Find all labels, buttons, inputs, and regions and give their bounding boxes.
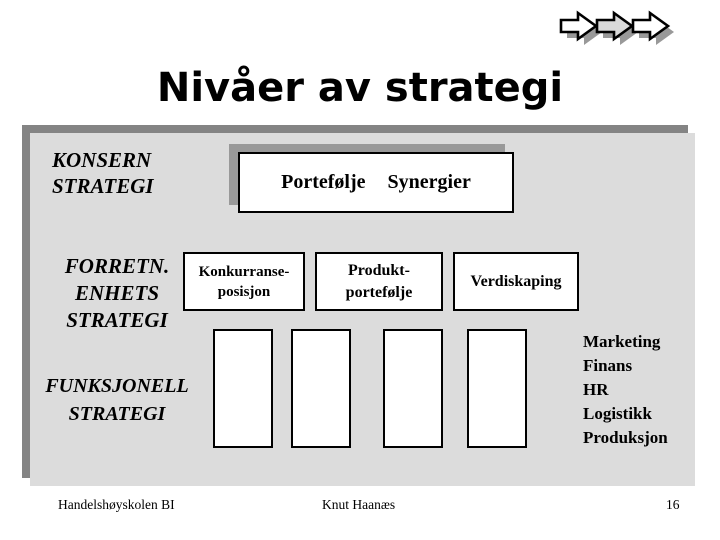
function-item: Logistikk	[583, 404, 652, 423]
level-label-konsern: KONSERN STRATEGI	[52, 148, 154, 198]
empty-function-box-3	[383, 329, 443, 448]
competitive-position-box: Konkurranse- posisjon	[183, 252, 305, 311]
level-label-funksjonell: FUNKSJONELL STRATEGI	[45, 375, 189, 425]
panel-frame-left	[22, 125, 30, 478]
footer-author: Knut Haanæs	[322, 497, 396, 512]
footer-page-number: 16	[666, 497, 680, 512]
panel-frame-top	[22, 125, 688, 133]
competitive-position-label: Konkurranse- posisjon	[198, 263, 290, 300]
forward-arrow-3	[631, 10, 674, 45]
value-creation-label: Verdiskaping	[470, 272, 562, 290]
level-label-forretningsenhet: FORRETN. ENHETS STRATEGI	[64, 254, 170, 332]
empty-function-box-2	[291, 329, 351, 448]
function-item: Marketing	[583, 332, 661, 351]
empty-function-box-4	[467, 329, 527, 448]
product-portfolio-box: Produkt- portefølje	[315, 252, 443, 311]
forward-arrow-2	[595, 10, 638, 45]
footer-institution: Handelshøyskolen BI	[58, 497, 175, 512]
slide-title: Nivåer av strategi	[156, 65, 564, 111]
value-creation-box: Verdiskaping	[453, 252, 579, 311]
arrow-body	[595, 10, 635, 42]
function-item: Produksjon	[583, 428, 668, 447]
portfolio-label: Portefølje	[281, 171, 366, 193]
portfolio-synergies-box: Portefølje Synergier	[238, 152, 514, 213]
function-item: Finans	[583, 356, 633, 375]
arrow-body	[631, 10, 671, 42]
forward-arrows-icon	[559, 10, 674, 45]
synergies-label: Synergier	[387, 171, 471, 193]
arrow-body	[559, 10, 599, 42]
function-item: HR	[583, 380, 609, 399]
product-portfolio-label: Produkt- portefølje	[345, 261, 413, 301]
forward-arrow-1	[559, 10, 602, 45]
empty-function-box-1	[213, 329, 273, 448]
